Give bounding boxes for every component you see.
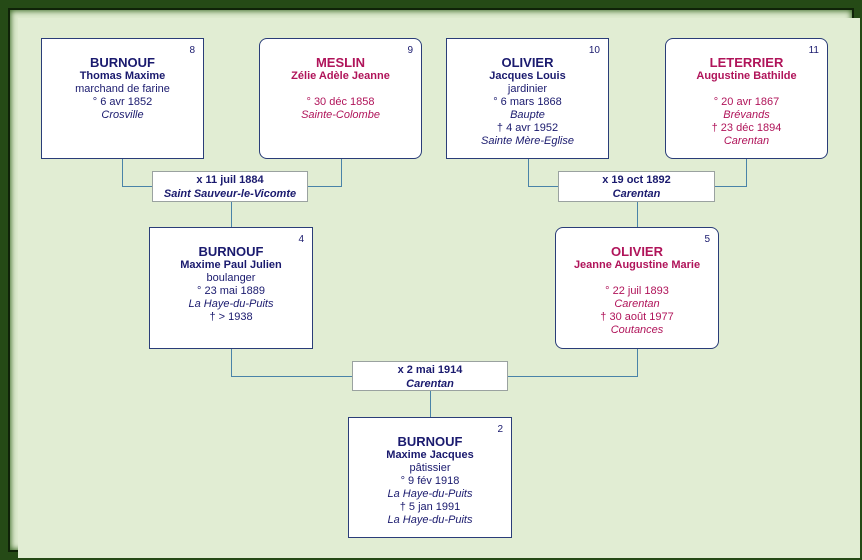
birth-place: Crosville bbox=[101, 109, 144, 121]
connector-line bbox=[341, 158, 342, 187]
birth-date: ° 23 mai 1889 bbox=[197, 285, 265, 297]
sosa-number: 4 bbox=[298, 234, 304, 245]
blank-line bbox=[556, 272, 718, 285]
blank-line bbox=[666, 83, 827, 96]
connector-line bbox=[430, 391, 431, 417]
death-date: † 23 déc 1894 bbox=[711, 122, 782, 134]
connector-line bbox=[231, 348, 232, 377]
tree-canvas: 8 BURNOUF Thomas Maxime marchand de fari… bbox=[18, 18, 860, 558]
connector-line bbox=[122, 158, 123, 187]
surname: BURNOUF bbox=[397, 434, 463, 449]
sosa-number: 10 bbox=[588, 45, 600, 56]
birth-date: ° 20 avr 1867 bbox=[713, 96, 780, 108]
connector-line bbox=[637, 202, 638, 227]
birth-date: ° 30 déc 1858 bbox=[306, 96, 375, 108]
surname: BURNOUF bbox=[198, 244, 264, 259]
given-names: Zélie Adèle Jeanne bbox=[291, 70, 390, 82]
death-date: † 5 jan 1991 bbox=[399, 501, 461, 513]
marriage-box-10-11[interactable]: x 19 oct 1892 Carentan bbox=[558, 171, 715, 202]
person-card-5[interactable]: 5 OLIVIER Jeanne Augustine Marie ° 22 ju… bbox=[555, 227, 719, 349]
occupation: boulanger bbox=[206, 272, 256, 284]
sosa-number: 9 bbox=[407, 45, 413, 56]
connector-line bbox=[714, 186, 747, 187]
connector-line bbox=[307, 186, 342, 187]
connector-line bbox=[231, 376, 352, 377]
death-place: Carentan bbox=[723, 135, 770, 147]
occupation: pâtissier bbox=[409, 462, 451, 474]
surname: LETERRIER bbox=[709, 55, 784, 70]
birth-place: Carentan bbox=[614, 298, 660, 310]
surname: OLIVIER bbox=[501, 55, 554, 70]
birth-place: La Haye-du-Puits bbox=[188, 298, 274, 310]
surname: MESLIN bbox=[315, 55, 366, 70]
person-card-8[interactable]: 8 BURNOUF Thomas Maxime marchand de fari… bbox=[41, 38, 204, 159]
given-names: Maxime Paul Julien bbox=[180, 259, 282, 271]
person-card-10[interactable]: 10 OLIVIER Jacques Louis jardinier ° 6 m… bbox=[446, 38, 609, 159]
surname: OLIVIER bbox=[610, 244, 663, 259]
person-card-2[interactable]: 2 BURNOUF Maxime Jacques pâtissier ° 9 f… bbox=[348, 417, 512, 538]
sosa-number: 2 bbox=[497, 424, 503, 435]
given-names: Jeanne Augustine Marie bbox=[573, 259, 701, 271]
occupation: marchand de farine bbox=[75, 83, 170, 95]
given-names: Thomas Maxime bbox=[79, 70, 166, 82]
birth-place: Baupte bbox=[510, 109, 545, 121]
person-card-9[interactable]: 9 MESLIN Zélie Adèle Jeanne ° 30 déc 185… bbox=[259, 38, 422, 159]
connector-line bbox=[507, 376, 638, 377]
person-card-11[interactable]: 11 LETERRIER Augustine Bathilde ° 20 avr… bbox=[665, 38, 828, 159]
given-names: Maxime Jacques bbox=[386, 449, 474, 461]
death-date: † 30 août 1977 bbox=[600, 311, 674, 323]
connector-line bbox=[528, 158, 529, 187]
connector-line bbox=[122, 186, 152, 187]
marriage-box-4-5[interactable]: x 2 mai 1914 Carentan bbox=[352, 361, 508, 391]
marriage-date: x 2 mai 1914 bbox=[397, 364, 463, 376]
marriage-place: Carentan bbox=[406, 378, 454, 390]
marriage-place: Carentan bbox=[612, 188, 661, 200]
given-names: Augustine Bathilde bbox=[696, 70, 797, 82]
birth-date: ° 6 avr 1852 bbox=[92, 96, 153, 108]
blank-line bbox=[260, 83, 421, 96]
marriage-date: x 11 juil 1884 bbox=[196, 174, 264, 186]
birth-date: ° 9 fév 1918 bbox=[400, 475, 460, 487]
given-names: Jacques Louis bbox=[489, 70, 566, 82]
connector-line bbox=[231, 202, 232, 227]
sosa-number: 8 bbox=[189, 45, 195, 56]
sosa-number: 5 bbox=[704, 234, 710, 245]
birth-place: La Haye-du-Puits bbox=[387, 488, 473, 500]
birth-place: Sainte-Colombe bbox=[301, 109, 380, 121]
sosa-number: 11 bbox=[808, 45, 819, 56]
surname: BURNOUF bbox=[90, 55, 155, 70]
death-place: Coutances bbox=[610, 324, 664, 336]
birth-place: Brévands bbox=[723, 109, 770, 121]
occupation: jardinier bbox=[507, 83, 548, 95]
birth-date: ° 6 mars 1868 bbox=[493, 96, 562, 108]
connector-line bbox=[637, 348, 638, 377]
birth-date: ° 22 juil 1893 bbox=[605, 285, 669, 297]
person-card-4[interactable]: 4 BURNOUF Maxime Paul Julien boulanger °… bbox=[149, 227, 313, 349]
marriage-date: x 19 oct 1892 bbox=[602, 174, 671, 186]
marriage-place: Saint Sauveur-le-Vicomte bbox=[163, 188, 297, 200]
death-date: † 4 avr 1952 bbox=[496, 122, 559, 134]
marriage-box-8-9[interactable]: x 11 juil 1884 Saint Sauveur-le-Vicomte bbox=[152, 171, 308, 202]
connector-line bbox=[528, 186, 558, 187]
connector-line bbox=[746, 158, 747, 187]
death-place: Sainte Mère-Eglise bbox=[481, 135, 574, 147]
death-place: La Haye-du-Puits bbox=[387, 514, 473, 526]
death-date: † > 1938 bbox=[209, 311, 253, 323]
